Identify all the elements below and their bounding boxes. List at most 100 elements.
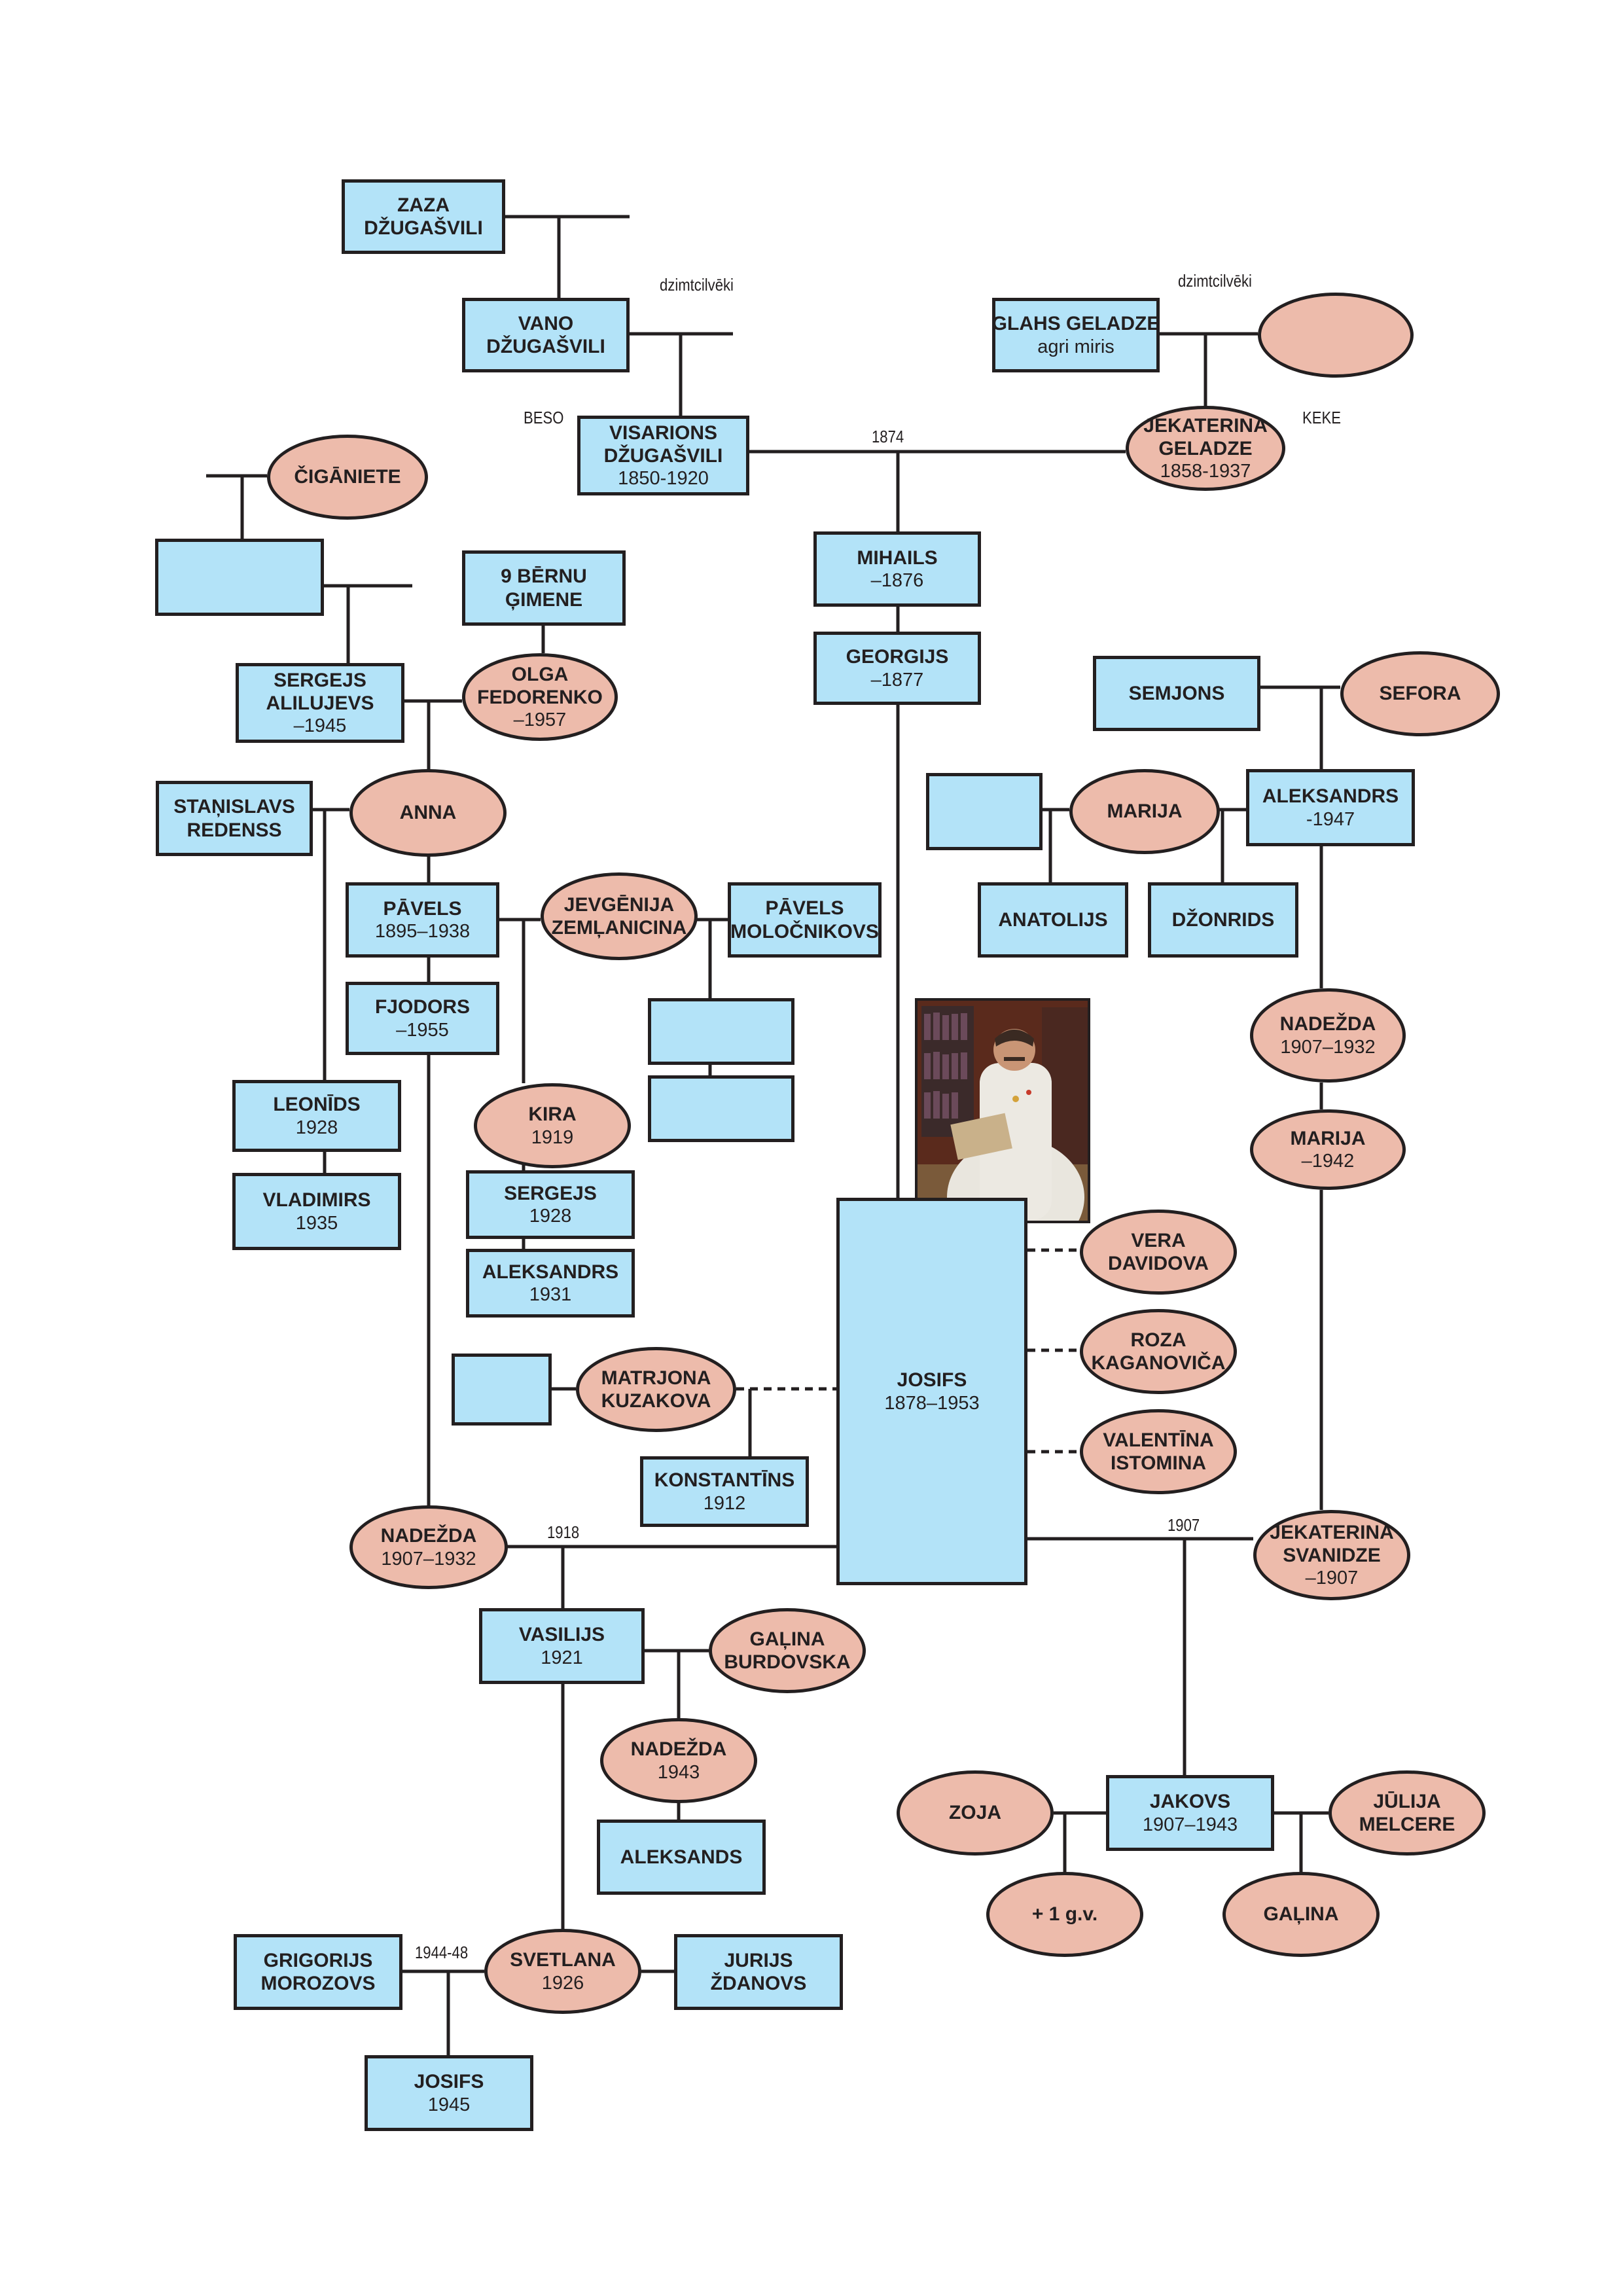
name-line-1: MATRJONA [601, 1367, 711, 1389]
person-jekaterina-svanidze: JEKATERINA SVANIDZE –1907 [1253, 1510, 1410, 1600]
person-aleksandrs-1931: ALEKSANDRS 1931 [466, 1249, 635, 1318]
name-line-2: FEDORENKO [477, 686, 603, 708]
name-line-1: ZAZA [397, 194, 450, 216]
person-roza-kaganovica: ROZA KAGANOVIČA [1080, 1309, 1237, 1394]
name-line-2: DAVIDOVA [1108, 1253, 1209, 1274]
name-line-1: ALEKSANDS [620, 1846, 743, 1868]
name-line-2: ZEMĻANICINA [551, 917, 687, 939]
name-line-1: FJODORS [374, 996, 471, 1018]
name-line-1: GAĻINA [749, 1628, 825, 1650]
name-line-1: ANATOLIJS [998, 908, 1108, 931]
name-line-2: DŽUGAŠVILI [364, 217, 483, 239]
life-dates: 1858-1937 [1160, 461, 1251, 482]
name-line-2: GELADZE [1158, 437, 1253, 459]
life-dates: 1850-1920 [618, 468, 709, 490]
name-line-1: VERA [1131, 1229, 1186, 1251]
name-line-2: KAGANOVIČA [1091, 1352, 1226, 1374]
person-vano: VANO DŽUGAŠVILI [462, 298, 630, 372]
name-line-1: JURIJS [724, 1949, 793, 1971]
name-line-2: KUZAKOVA [601, 1390, 711, 1412]
person-galina-burdovska: GAĻINA BURDOVSKA [709, 1608, 866, 1693]
life-dates: –1907 [1305, 1568, 1359, 1589]
name-line-1: 9 BĒRNU [501, 565, 587, 588]
person-dzonrids: DŽONRIDS [1148, 882, 1298, 958]
label-dzimtcilveki-left: dzimtcilvēki [660, 275, 734, 295]
life-dates: –1876 [870, 570, 924, 592]
person-nadezda-1943: NADEŽDA 1943 [600, 1718, 757, 1803]
label-keke: KEKE [1302, 408, 1341, 427]
person-vasilijs: VASILIJS 1921 [479, 1608, 645, 1684]
note: agri miris [1037, 336, 1115, 357]
person-zaza: ZAZA DŽUGAŠVILI [342, 179, 505, 254]
name-line-1: JEKATERINA [1270, 1521, 1394, 1543]
person-jurijs-zdanovs: JURIJS ŽDANOVS [674, 1934, 843, 2010]
label-dzimtcilveki-right: dzimtcilvēki [1178, 271, 1252, 291]
person-nadezda-left: NADEŽDA 1907–1932 [349, 1505, 508, 1589]
name-line-2: ALILUJEVS [266, 692, 374, 714]
person-leonids: LEONĪDS 1928 [232, 1080, 401, 1152]
person-konstantins: KONSTANTĪNS 1912 [640, 1456, 809, 1527]
life-dates: -1947 [1306, 808, 1355, 830]
name-line-2: DŽUGAŠVILI [486, 336, 605, 357]
name-line-1: ROZA [1130, 1329, 1186, 1351]
name-line-1: PĀVELS [765, 897, 844, 920]
person-galina: GAĻINA [1222, 1872, 1380, 1957]
name-line-1: SVETLANA [510, 1949, 616, 1971]
name-line-2: MOLOČNIKOVS [730, 920, 879, 942]
name-line-1: DŽONRIDS [1171, 908, 1275, 931]
person-anatolijs: ANATOLIJS [978, 882, 1128, 958]
name-line-1: SERGEJS [504, 1182, 597, 1204]
life-dates: 1895–1938 [374, 921, 471, 942]
life-dates: 1907–1943 [1142, 1814, 1238, 1835]
life-dates: –1942 [1301, 1151, 1355, 1172]
life-dates: 1943 [657, 1761, 700, 1783]
person-aleksandrs-1947: ALEKSANDRS -1947 [1246, 769, 1415, 846]
label-year-1918: 1918 [547, 1522, 580, 1542]
person-plus-1-gv: + 1 g.v. [986, 1872, 1143, 1957]
person-unknown-box-5 [452, 1354, 552, 1426]
name-line-1: GEORGIJS [846, 646, 949, 668]
person-marija-1942: MARIJA –1942 [1250, 1109, 1406, 1190]
person-ciganiete: ČIGĀNIETE [267, 435, 428, 520]
life-dates: 1945 [427, 2094, 471, 2115]
name-line-1: ALEKSANDRS [1262, 785, 1399, 808]
person-pavels-1895: PĀVELS 1895–1938 [346, 882, 499, 958]
person-unknown-box-1 [155, 539, 324, 616]
life-dates: –1955 [396, 1019, 449, 1041]
name-line-1: NADEŽDA [380, 1525, 477, 1547]
name-line-1: VALENTĪNA [1103, 1429, 1214, 1451]
name-line-1: JAKOVS [1149, 1791, 1231, 1813]
life-dates: 1926 [541, 1972, 584, 1994]
name-line-2: ŽDANOVS [710, 1973, 807, 1994]
life-dates: 1928 [529, 1206, 572, 1227]
name-line-1: VLADIMIRS [262, 1189, 371, 1211]
person-unknown-box-3 [648, 998, 794, 1065]
name-line-1: JŪLIJA [1373, 1790, 1441, 1812]
name-line-1: LEONĪDS [273, 1094, 361, 1116]
label-years-1944-48: 1944-48 [415, 1943, 469, 1962]
person-sefora: SEFORA [1340, 651, 1500, 736]
life-dates: 1921 [541, 1647, 583, 1668]
name-line-1: SEFORA [1379, 683, 1461, 705]
person-pavels-molocnikovs: PĀVELS MOLOČNIKOVS [728, 882, 882, 958]
label-year-1874: 1874 [872, 427, 904, 446]
person-mihails: MIHAILS –1876 [813, 531, 981, 607]
person-valentina-istomina: VALENTĪNA ISTOMINA [1080, 1409, 1237, 1494]
name-line-1: GAĻINA [1263, 1903, 1339, 1926]
name-line-1: JOSIFS [897, 1369, 967, 1391]
name-line-1: MARIJA [1290, 1127, 1366, 1149]
person-jevgenija-zemlanicina: JEVGĒNIJA ZEMĻANICINA [541, 872, 698, 960]
person-kira: KIRA 1919 [474, 1083, 631, 1168]
portrait-image [915, 998, 1090, 1223]
name-line-1: ALEKSANDRS [482, 1261, 619, 1283]
name-line-1: VASILIJS [518, 1624, 605, 1646]
name-line-1: KIRA [528, 1103, 577, 1126]
life-dates: –1945 [293, 715, 347, 737]
person-matrjona-kuzakova: MATRJONA KUZAKOVA [576, 1347, 736, 1432]
life-dates: 1928 [295, 1117, 338, 1138]
name-line-1: ANNA [399, 802, 457, 824]
name-line-2: ISTOMINA [1110, 1452, 1207, 1474]
name-line-1: SEMJONS [1128, 682, 1225, 704]
